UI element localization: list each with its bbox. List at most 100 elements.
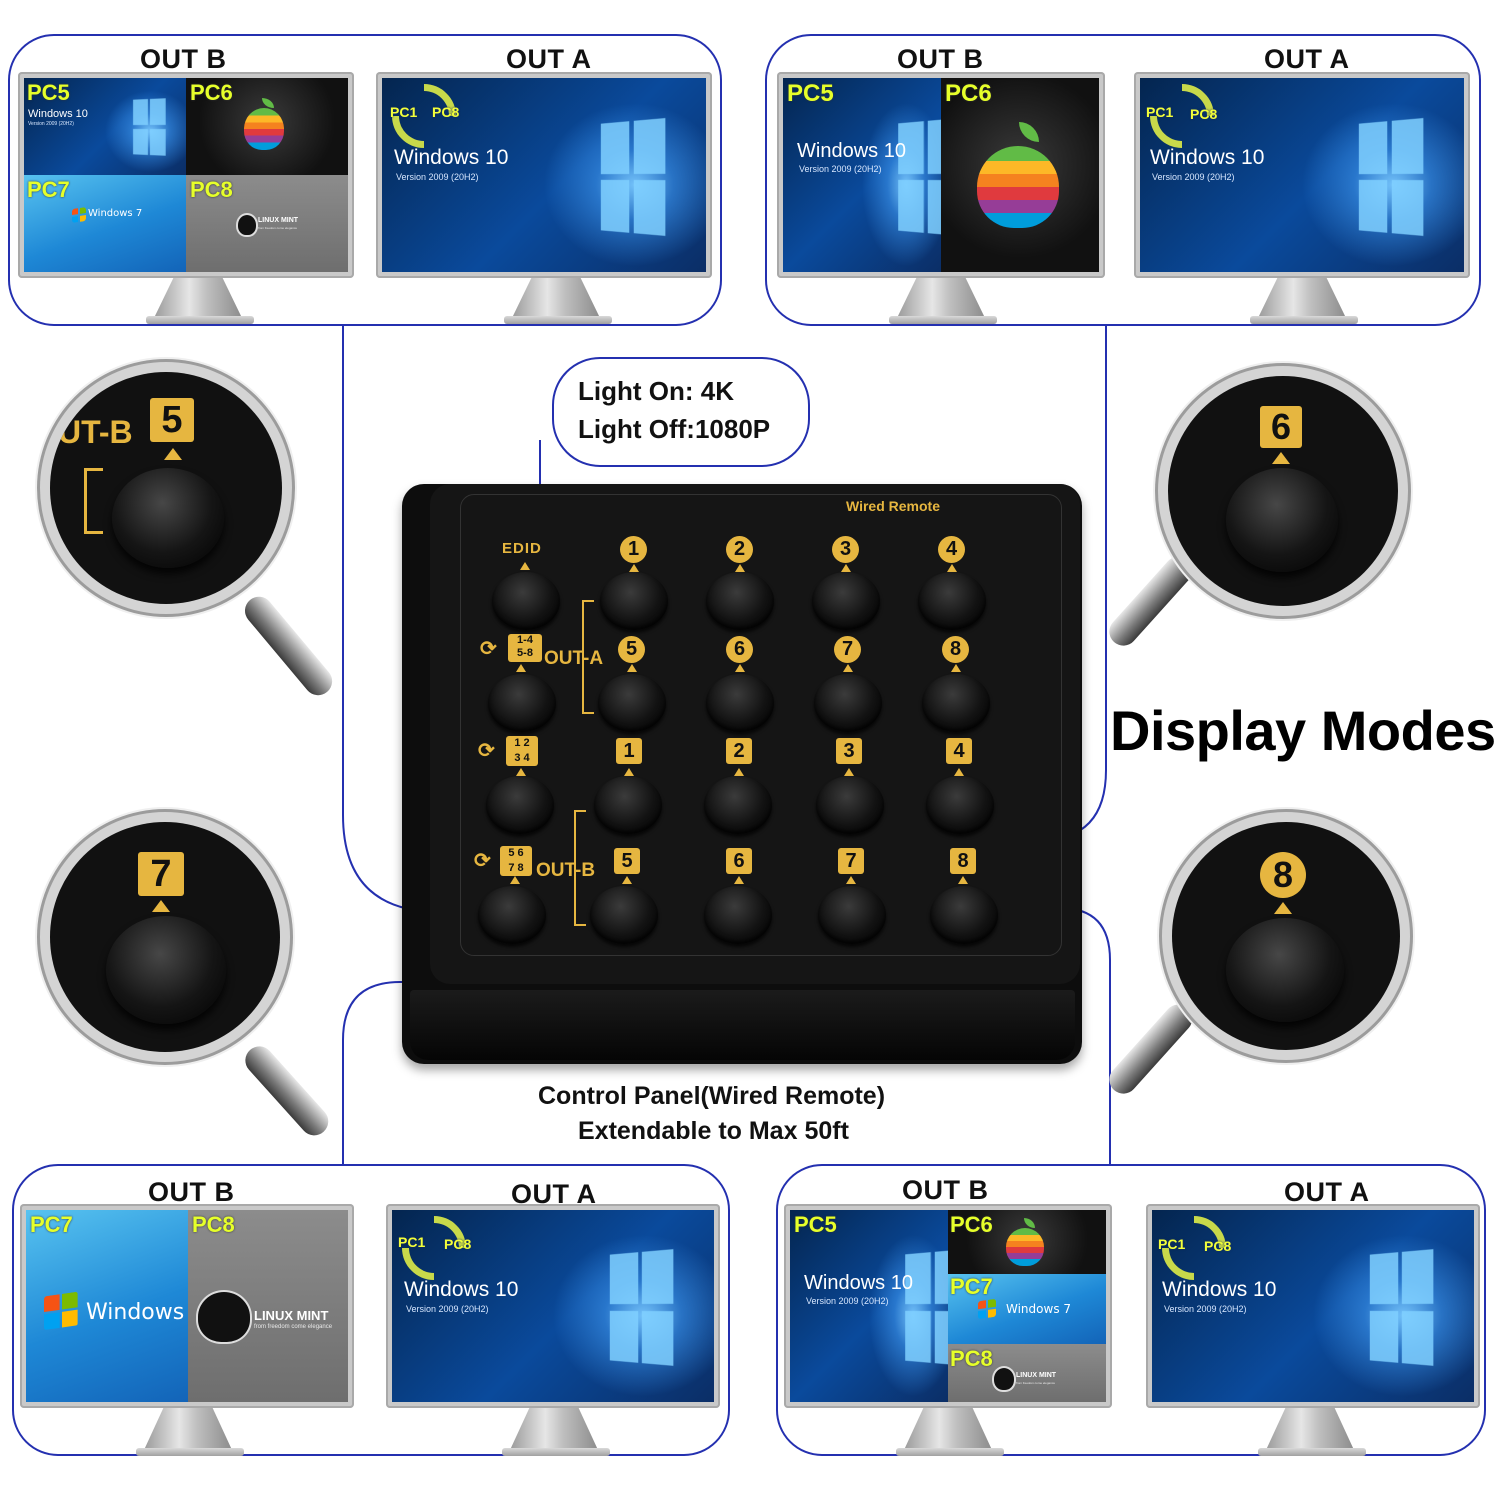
out-a-label: OUT A: [506, 44, 592, 74]
caption-line-1: Control Panel(Wired Remote): [538, 1082, 886, 1110]
out-b-label: OUT B: [897, 44, 984, 74]
out-b-2-label: 2: [726, 738, 752, 764]
apple-logo-icon: [977, 146, 1059, 228]
linux-mint-sub: from freedom come elegance: [258, 226, 298, 230]
magnifier-num: 5: [150, 398, 194, 442]
out-a-2-label: 2: [726, 536, 753, 563]
out-b-button-5[interactable]: [590, 886, 658, 944]
out-b-4-label: 4: [946, 738, 972, 764]
out-a-6-label: 6: [726, 636, 753, 663]
edid-callout: [552, 357, 810, 467]
windows10-title: Windows 10: [804, 1272, 913, 1294]
out-b-button-6[interactable]: [704, 886, 772, 944]
monitor-out-a: PC1 PC8 Windows 10 Version 2009 (20H2): [1134, 72, 1470, 324]
out-b-button-1[interactable]: [594, 776, 662, 834]
cycle-pc8: PC8: [432, 104, 460, 120]
windows7-text: Windows 7: [88, 208, 143, 219]
edid-label: EDID: [502, 540, 542, 557]
magnifier-out-a-8: 8: [1172, 822, 1400, 1050]
out-a-1-label: 1: [620, 536, 647, 563]
magnifier-out-b-label: UT-B: [58, 414, 133, 450]
magnifier-num: 7: [138, 852, 184, 896]
out-a-button-8[interactable]: [922, 674, 990, 732]
out-a-button-7[interactable]: [814, 674, 882, 732]
windows10-title: Windows 10: [1150, 146, 1265, 169]
pc8-tag: PC8: [190, 177, 233, 202]
windows10-title: Windows 10: [394, 146, 509, 169]
windows10-title: Windows 10: [1162, 1278, 1277, 1301]
linux-mint-text: LINUX MINT: [1016, 1372, 1057, 1379]
monitor-out-a: PC1 PC8 Windows 10 Version 2009 (20H2): [386, 1204, 720, 1456]
out-a-7-label: 7: [834, 636, 861, 663]
windows10-version: Version 2009 (20H2): [806, 1296, 889, 1306]
monitor-out-a: PC1 PC8 Windows 10 Version 2009 (20H2): [376, 72, 712, 324]
out-a-button-6[interactable]: [706, 674, 774, 732]
windows7-text: Windows 7: [86, 1300, 188, 1325]
linux-mint-sub: from freedom come elegance: [1016, 1381, 1056, 1385]
pc7-tag: PC7: [950, 1274, 993, 1299]
apple-logo-icon: [244, 108, 284, 150]
cycle-arrows-icon: ⟳: [478, 740, 495, 762]
out-b-label: OUT B: [148, 1177, 235, 1207]
cycle-pc8: PC8: [444, 1236, 472, 1252]
magnifier-out-b-6: 6: [1168, 376, 1398, 606]
windows10-version: Version 2009 (20H2): [799, 164, 882, 174]
out-a-button-4[interactable]: [918, 572, 986, 630]
out-b-button-7[interactable]: [818, 886, 886, 944]
out-b-3-label: 3: [836, 738, 862, 764]
cycle-pc1: PC1: [398, 1234, 426, 1250]
out-b-1-label: 1: [616, 738, 642, 764]
callout-line-2: Light Off:1080P: [578, 414, 771, 444]
windows10-title: Windows 10: [404, 1278, 519, 1301]
cycle-arrows-icon: ⟳: [474, 850, 491, 872]
callout-line-1: Light On: 4K: [578, 376, 734, 406]
out-b-label: OUT-B: [536, 860, 596, 881]
out-a-4-label: 4: [938, 536, 965, 563]
out-a-button-5[interactable]: [598, 674, 666, 732]
pc7-tag: PC7: [30, 1212, 73, 1237]
out-b-label: OUT B: [140, 44, 227, 74]
pc7-tag: PC7: [27, 177, 70, 202]
edid-button[interactable]: [492, 572, 560, 630]
monitor-out-b-dual: PC5 Windows 10 Version 2009 (20H2) PC6: [777, 72, 1105, 324]
cycle-pc1: PC1: [1158, 1236, 1186, 1252]
cycle-out-a-button[interactable]: [488, 674, 556, 732]
magnifier-out-b-5: UT-B 5: [50, 372, 282, 604]
pc5-tag: PC5: [787, 80, 834, 107]
windows10-version: Version 2009 (20H2): [1164, 1304, 1247, 1314]
out-b-button-8[interactable]: [930, 886, 998, 944]
tux-logo-icon: [992, 1366, 1016, 1392]
out-a-button-2[interactable]: [706, 572, 774, 630]
pc6-tag: PC6: [945, 80, 992, 107]
pc8-tag: PC8: [950, 1346, 993, 1371]
out-b-button-2[interactable]: [704, 776, 772, 834]
cycle-pc8: PC8: [1190, 106, 1218, 122]
cycle-arrows-icon: ⟳: [480, 638, 497, 660]
apple-logo-icon: [1006, 1228, 1044, 1266]
cycle-pc1: PC1: [390, 104, 418, 120]
tux-logo-icon: [236, 213, 258, 237]
remote-brand: Wired Remote: [846, 498, 941, 514]
windows10-version: Version 2009 (20H2): [396, 172, 479, 182]
pc5-tag: PC5: [794, 1212, 837, 1237]
out-b-6-label: 6: [726, 848, 752, 874]
quad-5-8-button[interactable]: [478, 886, 546, 944]
pc6-tag: PC6: [190, 80, 233, 105]
out-a-button-3[interactable]: [812, 572, 880, 630]
windows7-text: Windows 7: [1006, 1302, 1072, 1316]
cycle-pc1: PC1: [1146, 104, 1174, 120]
monitor-out-b-triple: PC5 Windows 10 Version 2009 (20H2) PC6 W…: [784, 1204, 1112, 1456]
out-a-button-1[interactable]: [600, 572, 668, 630]
connector-line: [342, 326, 344, 796]
tux-logo-icon: [196, 1290, 252, 1344]
connector-line: [342, 795, 344, 815]
out-a-3-label: 3: [832, 536, 859, 563]
out-a-label: OUT A: [1264, 44, 1350, 74]
pc8-tag: PC8: [192, 1212, 235, 1237]
out-b-button-4[interactable]: [926, 776, 994, 834]
monitor-out-b-quad: PC5 Windows 10 Version 2009 (20H2) PC6 W…: [18, 72, 354, 324]
quad-1-4-button[interactable]: [486, 776, 554, 834]
windows10-version: Version 2009 (20H2): [28, 121, 74, 127]
out-b-button-3[interactable]: [816, 776, 884, 834]
